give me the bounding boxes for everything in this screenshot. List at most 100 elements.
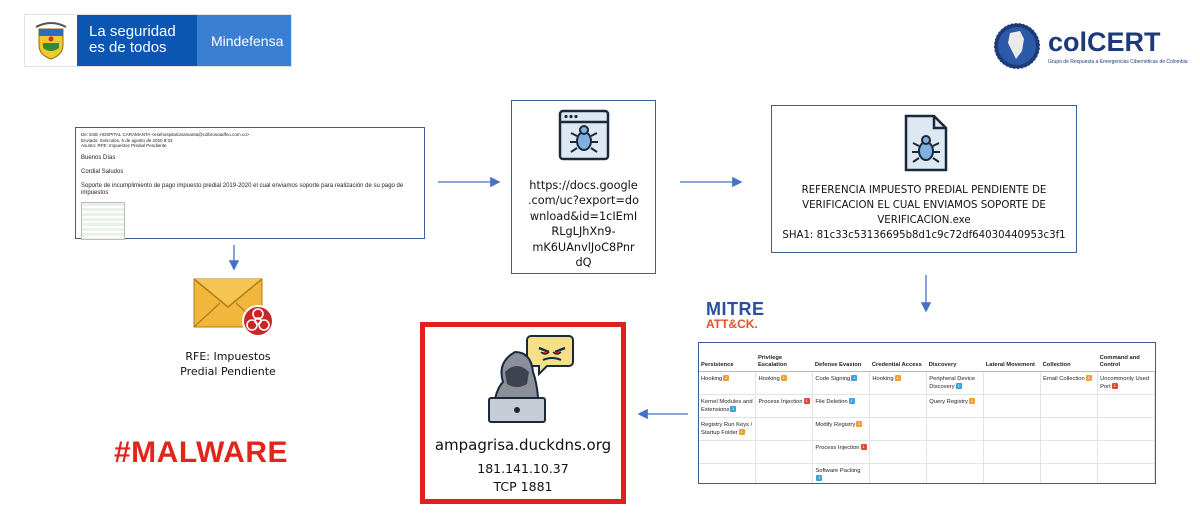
mitre-wordmark: MITRE bbox=[706, 299, 765, 319]
malicious-file-box: REFERENCIA IMPUESTO PREDIAL PENDIENTE DE… bbox=[771, 105, 1077, 253]
technique-badge: 1 bbox=[1111, 382, 1118, 389]
technique-cell bbox=[869, 463, 928, 483]
c2-domain: ampagrisa.duckdns.org bbox=[434, 436, 612, 454]
technique-cell bbox=[983, 463, 1042, 483]
colcert-prefix: col bbox=[1048, 26, 1088, 57]
gov-slogan: La seguridad es de todos bbox=[77, 15, 197, 66]
tactic-header: Discovery bbox=[926, 343, 984, 372]
tactic-header: Credential Access bbox=[869, 343, 927, 372]
download-url-line: .com/uc?export=do bbox=[527, 194, 640, 208]
technique-cell bbox=[1040, 463, 1099, 483]
download-url-line: dQ bbox=[575, 256, 592, 270]
colcert-name: colCERT bbox=[1048, 28, 1188, 56]
colcert-suffix: CERT bbox=[1087, 26, 1161, 57]
technique-name: Kernel Modules and Extensions bbox=[701, 398, 753, 413]
technique-badge: 1 bbox=[816, 474, 823, 481]
technique-cell bbox=[869, 417, 928, 441]
technique-badge: 1 bbox=[1085, 374, 1092, 381]
hacker-icon bbox=[488, 335, 574, 423]
gov-slogan-line2: es de todos bbox=[89, 39, 167, 56]
tactic-header: Collection bbox=[1040, 343, 1098, 372]
tactic-header: Lateral Movement bbox=[983, 343, 1041, 372]
technique-name: Modify Registry bbox=[815, 421, 856, 428]
technique-badge: 1 bbox=[856, 420, 863, 427]
technique-badge: 1 bbox=[894, 374, 901, 381]
download-url-line: https://docs.google bbox=[529, 179, 638, 192]
technique-name: File Deletion bbox=[815, 398, 848, 405]
technique-name: Hooking bbox=[758, 375, 780, 382]
malicious-file-name-line: VERIFICACION.exe bbox=[877, 215, 971, 226]
tactic-header: Persistence bbox=[699, 343, 756, 372]
colombia-crest-icon bbox=[25, 15, 77, 66]
browser-bug-icon bbox=[558, 109, 610, 161]
file-bug-icon bbox=[904, 114, 948, 172]
technique-badge: 1 bbox=[955, 382, 962, 389]
technique-badge: 1 bbox=[851, 374, 858, 381]
technique-cell bbox=[869, 440, 928, 464]
technique-name: Process Injection bbox=[815, 444, 860, 451]
technique-name: Hooking bbox=[701, 375, 723, 382]
colcert-subtitle: Grupo de Respuesta a Emergencias Ciberné… bbox=[1048, 58, 1188, 65]
technique-cell bbox=[1040, 394, 1099, 418]
technique-cell bbox=[755, 440, 814, 464]
gov-ministry: Mindefensa bbox=[197, 15, 291, 66]
download-url-line: wnload&id=1cIEmI bbox=[529, 209, 638, 223]
email-greeting: Buenos Días bbox=[81, 154, 116, 161]
mitre-attack-logo: MITRE ATT&CK. bbox=[706, 300, 765, 331]
technique-name: Uncommonly Used Port bbox=[1100, 375, 1150, 390]
technique-cell bbox=[983, 394, 1042, 418]
technique-badge: 1 bbox=[780, 374, 787, 381]
email-from: De: ESE HOSPITAL CARAMANTA <esehospitalc… bbox=[81, 132, 250, 137]
technique-cell bbox=[755, 463, 814, 483]
technique-name: Hooking bbox=[872, 375, 894, 382]
tactic-header: Privilege Escalation bbox=[755, 343, 813, 372]
malicious-file-name: REFERENCIA IMPUESTO PREDIAL PENDIENTE DE… bbox=[772, 183, 1076, 228]
malware-hashtag: #MALWARE bbox=[114, 436, 289, 469]
technique-cell bbox=[699, 440, 757, 464]
email-subject-label-line2: Predial Pendiente bbox=[180, 365, 276, 378]
email-body: Soporte de incumplimiento de pago impues… bbox=[81, 182, 404, 196]
technique-name: Peripheral Device Discovery bbox=[929, 375, 976, 390]
technique-badge: 1 bbox=[968, 397, 975, 404]
gov-slogan-line1: La seguridad bbox=[89, 23, 176, 40]
technique-badge: 1 bbox=[738, 428, 745, 435]
technique-cell bbox=[869, 394, 928, 418]
technique-cell bbox=[755, 417, 814, 441]
technique-cell bbox=[926, 417, 985, 441]
technique-name: Software Packing bbox=[815, 467, 861, 474]
file-sha1: SHA1: 81c33c53136695b8d1c9c72df640304409… bbox=[782, 230, 1066, 241]
c2-ip: 181.141.10.37 bbox=[477, 461, 569, 476]
email-regards: Cordial Saludos bbox=[81, 168, 124, 175]
colcert-logo: colCERT Grupo de Respuesta a Emergencias… bbox=[992, 18, 1192, 74]
email-subject-label-line1: RFE: Impuestos bbox=[185, 350, 271, 363]
malicious-file-name-line: REFERENCIA IMPUESTO PREDIAL PENDIENTE DE bbox=[801, 185, 1047, 196]
malicious-file-info: REFERENCIA IMPUESTO PREDIAL PENDIENTE DE… bbox=[772, 183, 1076, 243]
technique-cell bbox=[1097, 394, 1155, 418]
technique-badge: 1 bbox=[723, 374, 730, 381]
technique-badge: 1 bbox=[730, 405, 737, 412]
technique-cell bbox=[1097, 463, 1155, 483]
technique-cell bbox=[1097, 417, 1155, 441]
email-attachment-thumbnail bbox=[81, 201, 125, 240]
technique-cell bbox=[1097, 440, 1155, 464]
email-sent: Enviado: miércoles, 5 de agosto de 2020 … bbox=[81, 137, 173, 143]
technique-cell bbox=[1040, 440, 1099, 464]
colcert-globe-icon bbox=[993, 22, 1041, 70]
tactic-header: Defense Evasion bbox=[812, 343, 870, 372]
